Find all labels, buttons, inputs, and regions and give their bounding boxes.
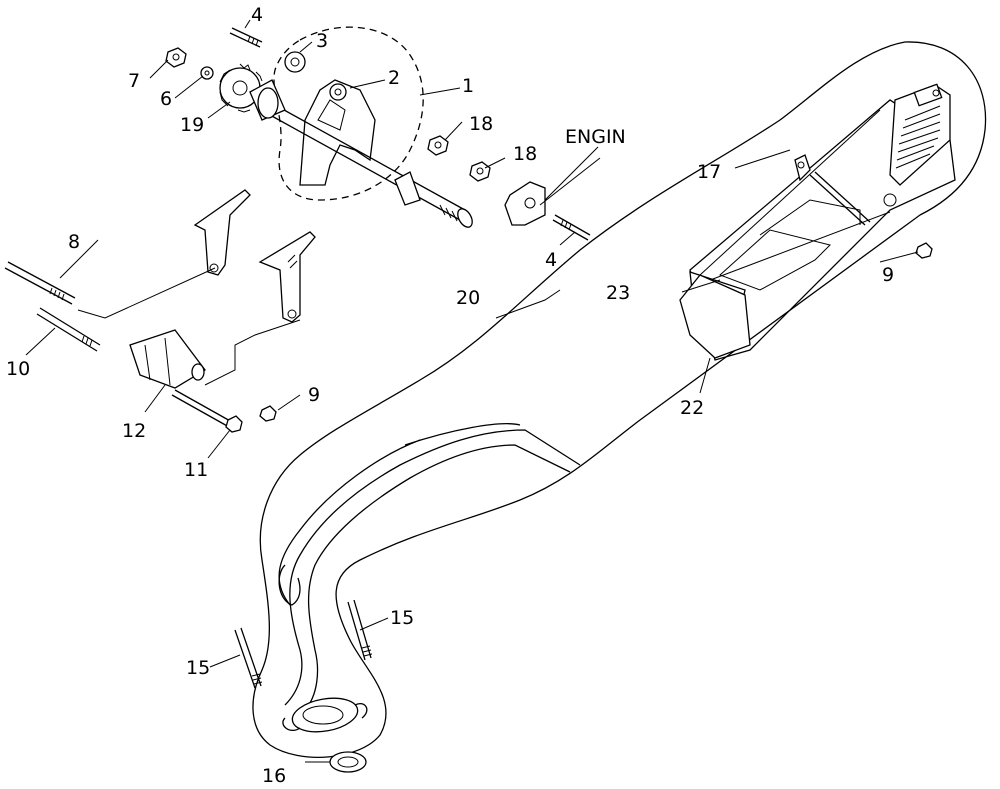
header-pipe-upper xyxy=(278,423,521,606)
mount-bracket-hole xyxy=(797,161,805,169)
muffler-detail xyxy=(759,199,861,236)
hanger-bracket-right xyxy=(258,231,316,323)
muffler-top-edge xyxy=(699,109,881,276)
flange-ear-left xyxy=(282,717,301,732)
lever-plate xyxy=(299,79,376,186)
lever-pivot-hole xyxy=(334,88,342,96)
spacer-3-hole xyxy=(290,57,300,67)
label-15-left: 15 xyxy=(186,657,210,679)
lever-pivot xyxy=(329,83,347,101)
label-3: 3 xyxy=(316,30,328,52)
label-15-right: 15 xyxy=(390,607,414,629)
muffler-ridge-2 xyxy=(814,171,871,223)
label-12: 12 xyxy=(122,420,146,442)
heat-shield-grille xyxy=(895,105,941,169)
lever-cutout xyxy=(317,99,346,131)
bolt-4-top-thread xyxy=(247,35,259,47)
bolt-8-leader xyxy=(77,267,216,319)
link-12-eye xyxy=(191,363,205,381)
nut-18-lower xyxy=(469,161,491,182)
label-16: 16 xyxy=(262,765,286,787)
gasket-16 xyxy=(329,751,367,773)
leaders xyxy=(25,19,919,763)
flange-ear-right xyxy=(354,703,368,719)
nut-9-right xyxy=(915,242,933,259)
shaft-end xyxy=(457,208,473,228)
heat-shield-mark xyxy=(932,89,940,97)
shaft-spline xyxy=(439,204,458,222)
muffler-panel xyxy=(719,229,831,291)
nut-7 xyxy=(165,47,187,68)
shaft xyxy=(269,104,466,221)
header-pipe-outer xyxy=(284,429,581,706)
label-4-lower: 4 xyxy=(545,249,557,271)
engine-bracket-hole xyxy=(524,197,536,209)
stud-15-left-thread xyxy=(251,673,263,685)
nut-9-left xyxy=(259,405,277,422)
hanger-bracket-left xyxy=(193,189,251,276)
label-7: 7 xyxy=(128,70,140,92)
hanger-right-detail xyxy=(287,254,298,269)
bolt-4-top xyxy=(229,27,263,48)
nut-18-lower-hole xyxy=(476,167,484,175)
hanger-left-hole xyxy=(209,263,219,273)
link-12-bolt xyxy=(171,389,233,428)
tail-pipe-22 xyxy=(679,274,751,359)
hanger-right-hole xyxy=(287,309,297,319)
label-engine: ENGIN xyxy=(565,126,626,148)
nut-18-upper xyxy=(427,135,449,156)
label-9-left: 9 xyxy=(308,384,320,406)
header-pipe-inner xyxy=(304,444,571,711)
bolt-10-thread xyxy=(81,335,93,347)
washer-6-hole xyxy=(204,70,210,76)
bolt-8-thread xyxy=(49,287,65,301)
bolt-11 xyxy=(225,415,243,433)
spacer-3 xyxy=(284,51,306,73)
nut-18-upper-hole xyxy=(434,141,442,149)
shaft-collar xyxy=(394,171,421,206)
label-22: 22 xyxy=(680,397,704,419)
label-18-upper: 18 xyxy=(469,113,493,135)
label-23: 23 xyxy=(606,282,630,304)
exhaust-flange xyxy=(291,697,359,733)
assembly-1-outline xyxy=(273,26,424,201)
label-2: 2 xyxy=(388,67,400,89)
label-11: 11 xyxy=(184,459,208,481)
bolt-8 xyxy=(4,261,76,305)
washer-6 xyxy=(200,66,214,80)
label-1: 1 xyxy=(462,75,474,97)
link-12-leader xyxy=(204,319,301,386)
label-19: 19 xyxy=(180,114,204,136)
stud-15-left xyxy=(234,627,262,689)
nut-7-hole xyxy=(172,53,180,61)
label-9-right: 9 xyxy=(882,264,894,286)
bolt-4-lower-thread xyxy=(560,219,572,231)
exhaust-pipe-outline xyxy=(252,41,987,758)
header-pipe-lower xyxy=(278,564,301,606)
stud-15-right-thread xyxy=(361,645,373,657)
muffler-bolt-hole xyxy=(883,193,897,207)
label-18-lower: 18 xyxy=(513,143,537,165)
bushing-end xyxy=(257,87,279,119)
bolt-10 xyxy=(36,307,101,352)
link-12-detail xyxy=(144,337,171,386)
muffler-ridge xyxy=(809,174,866,226)
flange-port xyxy=(302,705,344,725)
heat-shield-label xyxy=(913,83,943,107)
label-6: 6 xyxy=(160,88,172,110)
label-20: 20 xyxy=(456,287,480,309)
muffler-inner-edge xyxy=(704,211,891,283)
gasket-16-hole xyxy=(337,756,359,768)
bolt-4-lower xyxy=(552,214,591,241)
sprocket-hub xyxy=(232,80,248,96)
label-4-top: 4 xyxy=(251,4,263,26)
label-17: 17 xyxy=(697,161,721,183)
label-8: 8 xyxy=(68,231,80,253)
label-10: 10 xyxy=(6,358,30,380)
